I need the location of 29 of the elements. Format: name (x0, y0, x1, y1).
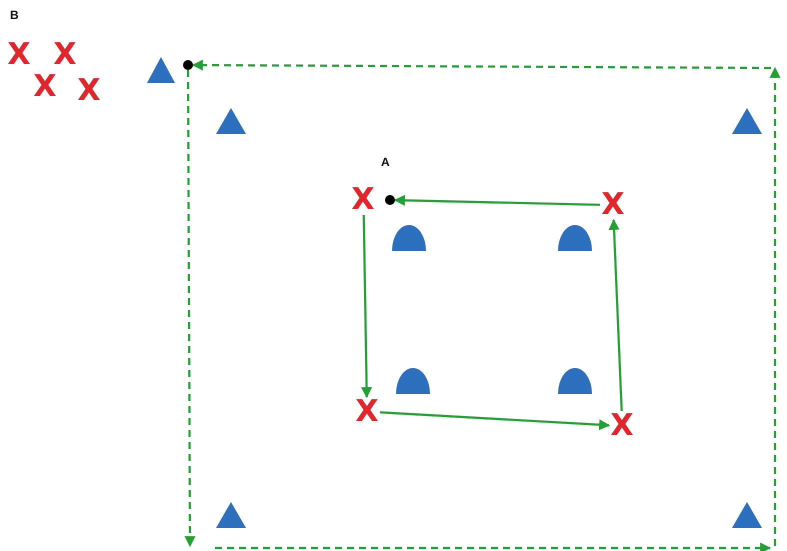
dashed-arrow (215, 542, 772, 551)
player-mark: X (354, 397, 380, 427)
ball-icon (385, 195, 395, 205)
player-mark: X (350, 185, 376, 215)
letter-label: A (381, 155, 390, 169)
dome-marker-icon (558, 368, 592, 394)
player-mark: X (32, 72, 58, 102)
cone-icon (147, 57, 175, 83)
arrow (394, 194, 600, 206)
dashed-arrow (184, 70, 196, 548)
player-mark: X (6, 40, 32, 70)
dome-marker-icon (558, 225, 592, 251)
cone-icon (732, 502, 762, 528)
arrow (608, 218, 623, 412)
player-mark: X (52, 40, 78, 70)
dashed-arrow (192, 60, 771, 71)
cone-icon (732, 108, 762, 134)
cone-icon (216, 108, 246, 134)
cone-icon (216, 502, 246, 528)
player-mark: X (76, 76, 102, 106)
player-mark: X (600, 190, 626, 220)
ball-icon (183, 60, 193, 70)
letter-label: B (10, 8, 19, 22)
dashed-arrow (770, 66, 780, 546)
arrow (380, 411, 610, 430)
dome-marker-icon (392, 225, 426, 251)
player-mark: X (609, 411, 635, 441)
arrow (361, 214, 372, 398)
dome-marker-icon (396, 368, 430, 394)
